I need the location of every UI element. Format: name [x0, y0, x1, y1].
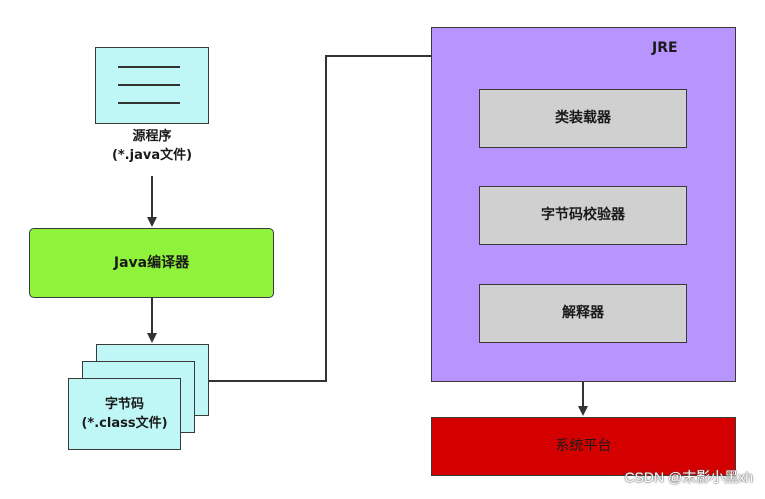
system-platform-label: 系统平台 [555, 438, 612, 455]
bytecode-label-line2: (*.class文件) [81, 416, 168, 431]
source-label-line2: (*.java文件) [111, 147, 193, 163]
document-line [118, 66, 180, 68]
source-label-line1: 源程序 [132, 129, 172, 144]
bytecode-stack-front [68, 378, 181, 450]
bytecode-verifier-box: 字节码校验器 [479, 186, 687, 245]
class-loader-label: 类装载器 [555, 110, 611, 127]
source-document-icon [95, 47, 209, 124]
watermark: CSDN @末影小黑xh [624, 469, 753, 485]
interpreter-box: 解释器 [479, 284, 687, 343]
document-line [118, 102, 180, 104]
bytecode-label: 字节码 (*.class文件) [68, 378, 181, 450]
interpreter-label: 解释器 [562, 305, 604, 322]
bytecode-verifier-label: 字节码校验器 [541, 207, 625, 224]
java-compiler-box: Java编译器 [29, 228, 274, 298]
bytecode-label-line1: 字节码 [104, 396, 144, 412]
class-loader-box: 类装载器 [479, 89, 687, 148]
system-platform-box: 系统平台 [431, 417, 736, 476]
document-line [118, 84, 180, 86]
source-label: 源程序 (*.java文件) [82, 128, 222, 166]
java-compiler-label: Java编译器 [113, 254, 190, 271]
jre-label: JRE [652, 40, 678, 56]
